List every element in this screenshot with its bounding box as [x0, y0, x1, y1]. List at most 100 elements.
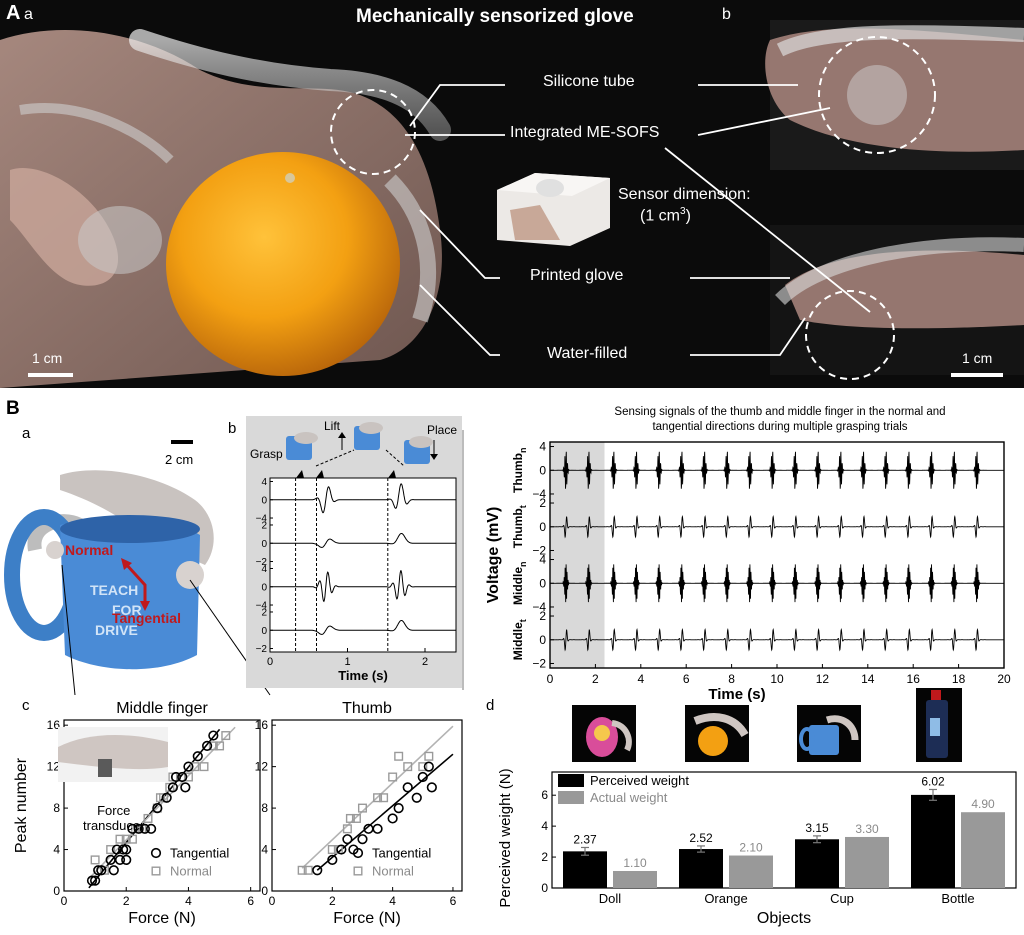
- callout-water-filled: Water-filled: [547, 345, 628, 362]
- force-transducer-label: Force transducer: [83, 803, 144, 833]
- signals-ylabel: Voltage (mV): [485, 507, 502, 604]
- scatter-ytick-label: 12: [255, 760, 269, 774]
- scatter-point-normal: [345, 813, 355, 823]
- inset-trace-row-2: [270, 570, 456, 603]
- bar-value-label: 6.02: [921, 774, 945, 788]
- bar-value-label: 2.52: [689, 831, 713, 845]
- scatter-xtick-label: 4: [389, 894, 396, 908]
- bar-ytick-label: 0: [541, 881, 548, 895]
- scale-bar-2cm-label: 2 cm: [165, 452, 194, 467]
- bar-value-label: 2.37: [573, 832, 597, 846]
- scatter-point-tangential: [336, 844, 347, 855]
- signals-ytick-label: 0: [539, 576, 546, 590]
- scatter-legend-label: Tangential: [372, 846, 431, 861]
- inset-ytick-label: −4: [256, 601, 268, 612]
- scatter-xtick-label: 2: [123, 894, 130, 908]
- scatter-point-normal: [115, 834, 125, 844]
- scale-bar-2cm: [171, 440, 193, 444]
- scatter-ytick-label: 12: [47, 760, 61, 774]
- scatter-point-normal: [215, 741, 225, 751]
- inset-ytick-label: 4: [261, 564, 267, 575]
- signals-ytick-label: 2: [539, 496, 546, 510]
- signals-ytick-label: 2: [539, 609, 546, 623]
- inset-ytick-label: 0: [261, 582, 267, 593]
- bar-actual-weight-cup: [845, 836, 889, 888]
- signals-row-label-0: Thumbn: [511, 448, 528, 494]
- scatter-fit-line-1: [301, 725, 454, 869]
- bar-perceived-weight-doll: [563, 851, 607, 888]
- inset-ytick-label: 0: [261, 626, 267, 637]
- inset-ytick-label: 0: [261, 539, 267, 550]
- scatter-point-normal: [418, 762, 428, 772]
- scatter-xlabel: Force (N): [128, 910, 196, 927]
- scatter-legend-label: Normal: [170, 864, 212, 879]
- scatter-point-normal: [297, 865, 307, 875]
- scatter-legend-label: Tangential: [170, 846, 229, 861]
- force-transducer-photo: [58, 727, 168, 782]
- scatter-ytick-label: 16: [255, 718, 269, 732]
- scatter-point-normal: [199, 762, 209, 772]
- scatter-xtick-label: 6: [450, 894, 457, 908]
- scatter-point-tangential: [426, 782, 437, 793]
- bar-perceived-weight-bottle: [911, 794, 955, 888]
- signals-row-label-2: Middlen: [511, 562, 528, 606]
- mug-text-3: DRIVE: [95, 622, 138, 638]
- signals-ytick-label: 4: [539, 553, 546, 567]
- bar-ytick-label: 4: [541, 819, 548, 833]
- signals-row-label-base: Middle: [511, 622, 525, 660]
- panel-b-sub-b: b: [228, 420, 237, 437]
- callout-silicone-tube: Silicone tube: [543, 73, 635, 90]
- inset-ytick-label: −4: [256, 514, 268, 525]
- scatter-point-tangential: [423, 761, 434, 772]
- bar-category-label: Orange: [704, 891, 747, 906]
- bar-legend-swatch: [558, 791, 584, 804]
- bar-actual-weight-orange: [729, 855, 773, 888]
- inset-plot-frame: [269, 477, 457, 653]
- signals-row-label-base: Thumb: [511, 453, 525, 493]
- signals-ytick-label: 0: [539, 520, 546, 534]
- bar-value-label: 1.10: [623, 856, 647, 870]
- scatter-point-tangential: [372, 823, 383, 834]
- signals-xtick-label: 0: [547, 672, 554, 686]
- signals-xtick-label: 20: [997, 672, 1011, 686]
- scatter-point-tangential: [93, 865, 104, 876]
- scatter-point-normal: [342, 824, 352, 834]
- scale-bar-right-label: 1 cm: [962, 350, 993, 366]
- place-label: Place: [427, 423, 457, 437]
- signals-xtick-label: 18: [952, 672, 966, 686]
- signals-ytick-label: 4: [539, 440, 546, 454]
- inset-ytick-label: −2: [256, 557, 268, 568]
- callout-integrated-mesofs: Integrated ME-SOFS: [510, 124, 660, 141]
- scatter-fit-line-0: [316, 753, 454, 871]
- scatter-legend-marker: [151, 866, 161, 876]
- scatter-point-tangential: [411, 792, 422, 803]
- signals-row-label-3: Middlet: [511, 619, 528, 660]
- tangential-label: Tangential: [112, 610, 181, 626]
- scatter-ytick-label: 16: [47, 718, 61, 732]
- scatter-point-normal: [221, 731, 231, 741]
- scatter-xtick-label: 0: [61, 894, 68, 908]
- scatter-point-tangential: [161, 792, 172, 803]
- panel-a-letter: A: [6, 2, 21, 24]
- callout-printed-glove: Printed glove: [530, 267, 624, 284]
- scatter-point-tangential: [114, 854, 126, 866]
- scatter-ytick-label: 0: [53, 884, 60, 898]
- inset-trace-row-0: [270, 483, 456, 514]
- inset-xtick-label: 0: [267, 656, 273, 668]
- signals-xtick-label: 2: [592, 672, 599, 686]
- scatter-point-normal: [106, 845, 116, 855]
- scatter-ytick-label: 0: [261, 884, 268, 898]
- panel-b-sub-c: c: [22, 697, 30, 714]
- scatter-point-normal: [388, 772, 398, 782]
- mug-text-1: TEACH: [90, 582, 138, 598]
- signals-ytick-label: −2: [532, 543, 546, 557]
- signals-title-line-1: Sensing signals of the thumb and middle …: [614, 406, 946, 418]
- callout-sensor-volume: (1 cm3): [640, 206, 691, 225]
- bar-perceived-weight-orange: [679, 849, 723, 888]
- signals-row-label-base: Thumb: [511, 508, 525, 548]
- signals-row-label-sub: n: [518, 562, 528, 568]
- signals-xtick-label: 12: [816, 672, 830, 686]
- bar-value-label: 3.30: [855, 822, 879, 836]
- scatter-point-tangential: [402, 782, 413, 793]
